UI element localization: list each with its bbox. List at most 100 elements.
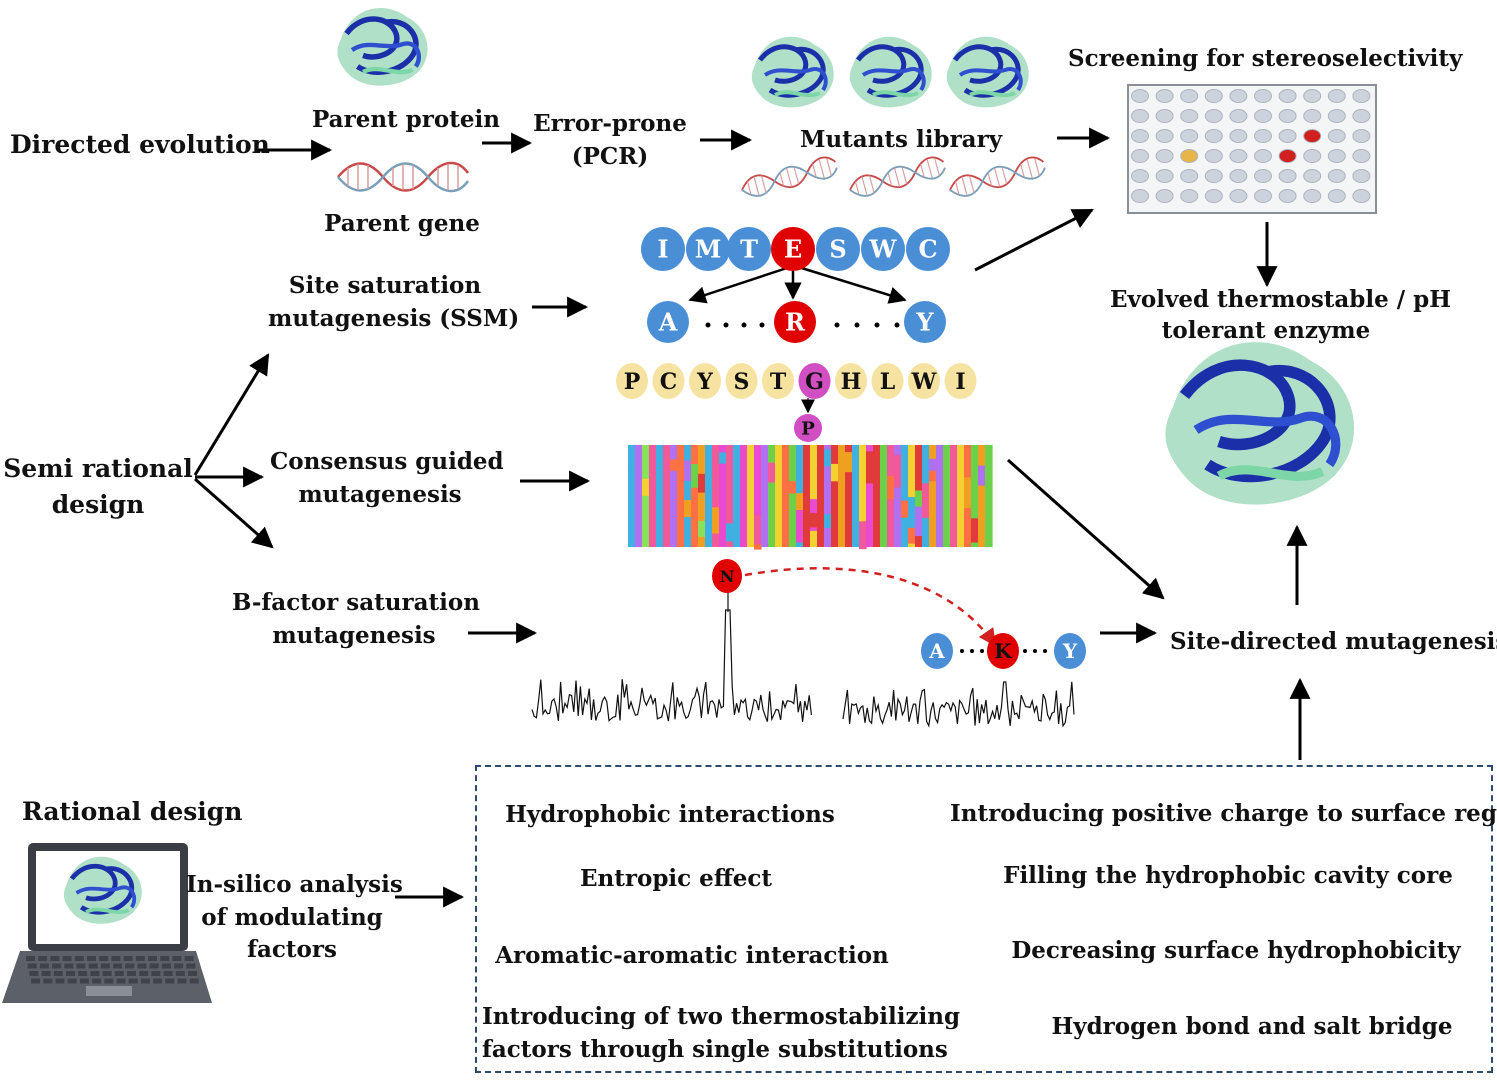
plate-well — [1303, 109, 1322, 123]
laptop-key — [111, 956, 121, 961]
plate-well — [1278, 169, 1297, 183]
laptop-key — [53, 971, 63, 976]
alignment-column — [649, 445, 657, 547]
plate-well — [1327, 149, 1346, 163]
plate-well — [1327, 89, 1346, 103]
residue-m: M — [686, 227, 730, 271]
alignment-cell — [901, 517, 909, 539]
alignment-column — [656, 445, 664, 547]
alignment-column — [726, 445, 734, 547]
alignment-cell — [642, 478, 650, 496]
variant-residue-y: Y — [904, 301, 946, 343]
alignment-column — [747, 445, 755, 547]
alignment-column — [985, 445, 993, 547]
alignment-cell — [796, 510, 804, 543]
alignment-cell — [698, 473, 706, 493]
plate-well — [1155, 169, 1174, 183]
plate-well — [1278, 129, 1297, 143]
laptop-key — [163, 971, 173, 976]
alignment-column — [782, 445, 790, 547]
plate-well — [1254, 89, 1272, 103]
plate-well — [1131, 149, 1149, 163]
evolved-enzyme-label-1: Evolved thermostable / pH — [1110, 286, 1451, 313]
plate-well — [1352, 129, 1371, 143]
alignment-cell — [866, 451, 874, 484]
bfactor-label-1: B-factor saturation — [232, 589, 480, 616]
svg-text:G: G — [805, 369, 824, 395]
alignment-column — [691, 445, 699, 547]
alignment-cell — [929, 470, 937, 482]
plate-well — [1229, 109, 1248, 123]
laptop-key — [160, 956, 170, 961]
laptop-key — [102, 971, 112, 976]
alignment-column — [873, 445, 881, 547]
alignment-column — [950, 445, 958, 547]
plate-well — [1180, 109, 1199, 123]
plate-well — [1352, 149, 1371, 163]
laptop-key — [67, 978, 77, 984]
svg-text:Y: Y — [696, 369, 713, 395]
svg-text:C: C — [918, 235, 937, 264]
alignment-column — [684, 445, 692, 547]
factor-two-thermostabilizing-1: Introducing of two thermostabilizing — [482, 1003, 961, 1030]
laptop-key — [177, 978, 187, 984]
laptop-key — [139, 971, 149, 976]
alignment-cell — [796, 493, 804, 515]
alignment-column — [880, 445, 888, 547]
laptop-key — [99, 956, 109, 961]
alignment-cell — [824, 514, 832, 528]
laptop-key — [29, 971, 39, 976]
alignment-column — [978, 445, 986, 547]
plate-well — [1180, 149, 1199, 163]
mutant-protein-2 — [850, 37, 932, 108]
insilico-label-1: In-silico analysis — [186, 871, 403, 898]
laptop-key — [79, 978, 89, 984]
laptop-key — [127, 971, 136, 976]
consensus-residue-6: G — [798, 363, 831, 399]
svg-text:S: S — [829, 235, 846, 264]
alignment-cell — [712, 507, 720, 534]
svg-text:K: K — [994, 639, 1012, 663]
laptop-key — [161, 963, 171, 969]
factor-aromatic: Aromatic-aromatic interaction — [495, 942, 889, 969]
plate-well — [1254, 169, 1272, 183]
factor-two-thermostabilizing-2: factors through single substitutions — [482, 1036, 948, 1063]
plate-well — [1327, 169, 1346, 183]
factor-filling-cavity: Filling the hydrophobic cavity core — [1003, 862, 1453, 889]
plate-well — [1303, 149, 1322, 163]
alignment-column — [866, 445, 874, 547]
alignment-column — [810, 445, 818, 547]
plate-well — [1229, 89, 1248, 103]
parent-gene-dna — [336, 161, 470, 193]
svg-text:I: I — [657, 235, 668, 264]
plate-well — [1204, 129, 1223, 143]
insilico-label-2: of modulating — [201, 904, 383, 931]
sequence-alignment — [628, 445, 993, 550]
ssm-dots — [705, 322, 1047, 653]
alignment-column — [754, 445, 762, 547]
alignment-column — [761, 445, 769, 547]
svg-text:R: R — [785, 308, 806, 337]
svg-text:E: E — [784, 235, 802, 264]
consensus-residue-9: W — [908, 363, 940, 399]
alignment-cell — [719, 452, 727, 464]
variant-residue-r: R — [774, 301, 816, 343]
alignment-column — [824, 445, 832, 547]
plate-well — [1229, 189, 1248, 203]
flow-arrows — [193, 127, 1311, 908]
screening-label: Screening for stereoselectivity — [1068, 45, 1463, 72]
alignment-column — [859, 445, 867, 547]
laptop-key — [27, 963, 37, 969]
laptop-key — [149, 963, 159, 969]
alignment-column — [803, 445, 811, 547]
plate-well — [1229, 129, 1248, 143]
bfactor-label-2: mutagenesis — [272, 622, 436, 649]
evolved-enzyme-structure — [1165, 342, 1354, 504]
plate-well — [1278, 109, 1297, 123]
plate-well — [1155, 129, 1174, 143]
plate-well — [1131, 89, 1149, 103]
laptop-key — [100, 963, 110, 969]
laptop-key — [78, 971, 88, 976]
